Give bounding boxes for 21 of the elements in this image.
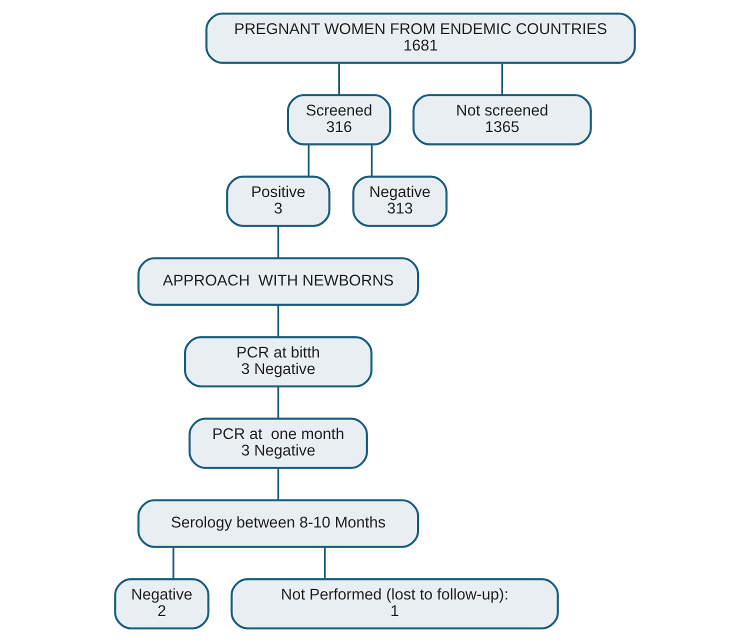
node-box: Positive 3 <box>226 176 330 227</box>
node-box: Serology between 8-10 Months <box>137 499 420 548</box>
node-box: PREGNANT WOMEN FROM ENDEMIC COUNTRIES 1681 <box>205 12 636 64</box>
connector <box>370 144 373 177</box>
connector <box>277 226 280 258</box>
connector <box>308 144 310 177</box>
node-box: APPROACH WITH NEWBORNS <box>137 257 420 306</box>
connector <box>277 386 280 419</box>
connector <box>501 63 504 95</box>
node-box: Not screened 1365 <box>412 94 592 146</box>
node-box: Not Performed (lost to follow-up): 1 <box>230 578 559 630</box>
node-box: Screened 316 <box>286 94 392 146</box>
connector <box>172 547 174 579</box>
node-box: PCR at one month 3 Negative <box>188 418 368 469</box>
connector <box>277 305 280 337</box>
connector <box>324 547 326 579</box>
node-box: Negative 2 <box>114 578 210 630</box>
node-box: Negative 313 <box>352 176 448 227</box>
connector <box>277 468 280 500</box>
node-box: PCR at bitth 3 Negative <box>184 336 372 388</box>
connector <box>338 63 340 95</box>
